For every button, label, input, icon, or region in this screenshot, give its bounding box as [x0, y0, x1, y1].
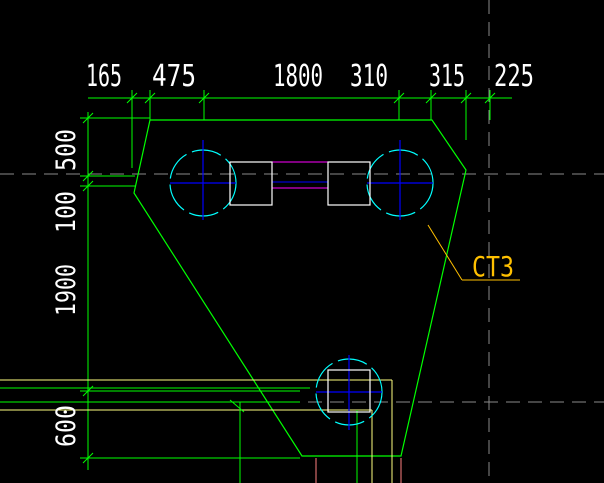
pile-cap-outline[interactable]	[133, 119, 467, 457]
tick-mark	[460, 92, 472, 104]
pile-bottom[interactable]	[315, 355, 383, 430]
tick-mark	[82, 180, 94, 192]
bottom-beams	[0, 379, 393, 483]
dim-label-top: 1800	[273, 59, 323, 94]
dim-label-left: 500	[51, 129, 82, 171]
pile-cap-tag-label[interactable]: CT3	[472, 250, 514, 283]
dim-label-left: 1900	[51, 264, 82, 316]
tick-mark	[425, 92, 437, 104]
top-dimension-chain	[88, 90, 512, 168]
leader-line	[427, 224, 463, 281]
bottom-columns-pink	[315, 458, 402, 483]
tick-mark	[82, 170, 94, 182]
pile-right[interactable]	[327, 140, 434, 220]
tick-mark	[82, 452, 94, 464]
dim-label-top: 315	[429, 59, 465, 94]
tick-mark	[144, 92, 156, 104]
tag-leader	[427, 224, 520, 281]
top-dimension-labels: 165 475 1800 310 315 225	[86, 59, 534, 94]
pile-left[interactable]	[169, 140, 273, 220]
dim-label-left: 600	[51, 405, 82, 447]
bottom-green-lines	[0, 387, 358, 483]
tick-mark	[82, 112, 94, 124]
tick-mark	[484, 92, 496, 104]
column-square	[229, 161, 273, 206]
tie-beam	[272, 161, 328, 189]
dim-label-top: 475	[152, 59, 196, 94]
column-square	[327, 161, 371, 206]
dim-label-left: 100	[51, 191, 82, 233]
tick-mark	[393, 92, 405, 104]
dim-label-top: 225	[494, 59, 534, 94]
dim-label-top: 310	[350, 59, 388, 94]
left-dimension-labels: 500 100 1900 600	[51, 129, 82, 447]
left-dimension-chain	[80, 112, 300, 470]
column-square	[327, 369, 371, 413]
tick-mark	[198, 92, 210, 104]
tick-mark	[229, 399, 245, 413]
tick-mark	[126, 92, 138, 104]
dim-label-top: 165	[86, 59, 122, 94]
